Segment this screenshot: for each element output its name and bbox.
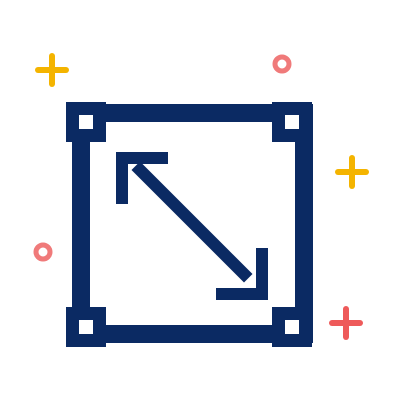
diagonal-arrow-icon [116,152,268,300]
arrow-head-top-left [116,152,168,204]
circle-icon [33,242,53,262]
corner-handle-bottom-left [66,307,106,347]
handle-inner [285,115,299,129]
plus-icon [335,155,369,189]
corner-handle-bottom-right [272,307,312,347]
circle-icon [272,54,292,74]
frame-outline [72,104,313,343]
corner-handle-top-left [66,102,106,142]
handle-inner [79,115,93,129]
arrow-shaft [131,161,253,283]
handle-inner [79,320,93,334]
selection-frame [72,104,313,343]
arrow-head-bottom-right [216,248,268,300]
plus-icon [35,53,69,87]
corner-handle-top-right [272,102,312,142]
decorations [33,53,369,340]
handle-inner [285,320,299,334]
plus-icon [329,306,363,340]
corner-handles [66,102,312,347]
